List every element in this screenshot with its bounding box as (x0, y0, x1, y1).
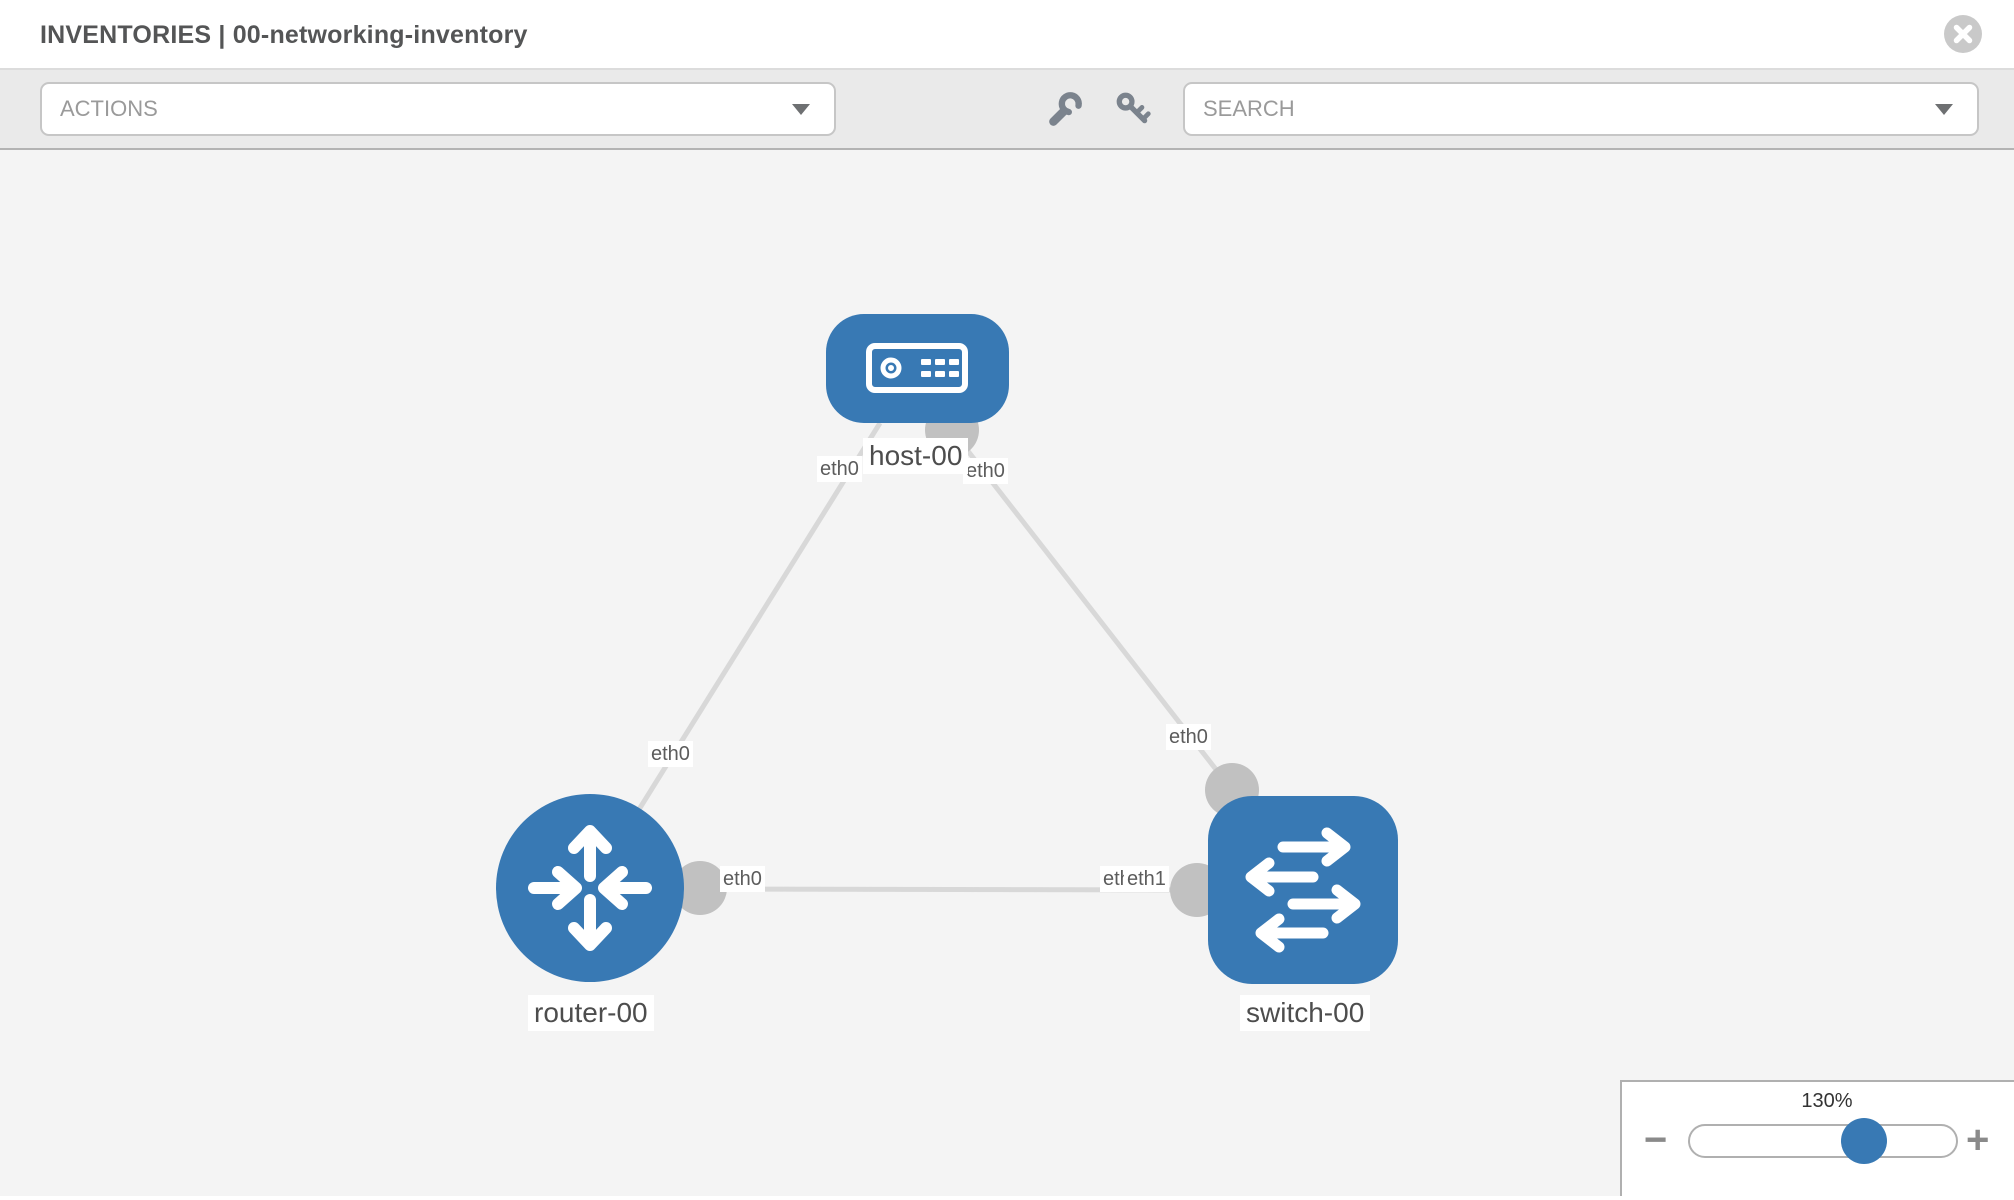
node-label-host: host-00 (863, 438, 969, 474)
topology-links (587, 421, 1234, 893)
search-input-placeholder: SEARCH (1203, 96, 1295, 121)
zoom-out-button[interactable]: − (1644, 1118, 1668, 1162)
interface-label: eth0 (817, 456, 862, 482)
node-host[interactable] (826, 314, 1009, 423)
zoom-level: 130% (1801, 1090, 1853, 1112)
host-icon (866, 343, 968, 393)
zoom-slider-track[interactable] (1688, 1124, 1958, 1158)
node-router[interactable] (496, 794, 684, 982)
wrench-icon[interactable] (1046, 90, 1084, 128)
interface-label: eth0 (1166, 724, 1211, 750)
toolbar: ACTIONS SEARCH (0, 70, 2014, 150)
close-icon (1944, 15, 1982, 53)
actions-dropdown[interactable]: ACTIONS (40, 82, 836, 136)
actions-dropdown-label: ACTIONS (60, 96, 158, 121)
search-dropdown[interactable]: SEARCH (1183, 82, 1979, 136)
interface-label: eth0 (720, 866, 765, 892)
switch-icon (1245, 827, 1361, 953)
router-icon (528, 825, 652, 951)
interface-label: eth0 (963, 458, 1008, 484)
chevron-down-icon (1935, 103, 1953, 115)
close-button[interactable] (1944, 15, 1982, 53)
zoom-in-button[interactable]: + (1966, 1118, 1990, 1162)
zoom-panel: 130% − + (1620, 1080, 2014, 1196)
connector-router (673, 861, 727, 915)
toolbar-tools (1046, 70, 1152, 148)
node-label-router: router-00 (528, 995, 654, 1031)
topology-canvas[interactable]: eth0 eth0 eth0 eth0 eth0 eth0 eth1 host-… (0, 150, 2014, 1196)
node-label-switch: switch-00 (1240, 995, 1371, 1031)
page-title: INVENTORIES | 00-networking-inventory (40, 21, 528, 49)
interface-label: eth1 (1124, 866, 1169, 892)
header: INVENTORIES | 00-networking-inventory (0, 0, 2014, 70)
chevron-down-icon (792, 103, 810, 115)
node-switch[interactable] (1208, 796, 1398, 984)
key-icon[interactable] (1114, 90, 1152, 128)
zoom-slider-handle[interactable] (1841, 1118, 1887, 1164)
interface-label: eth0 (648, 741, 693, 767)
